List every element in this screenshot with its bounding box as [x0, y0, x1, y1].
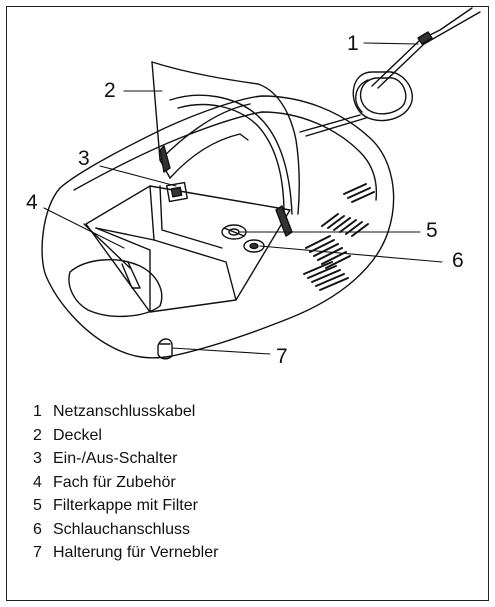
- housing-outer: [41, 95, 395, 359]
- legend-number: 4: [33, 473, 42, 491]
- legend-item: 7 Halterung für Vernebler: [33, 541, 218, 565]
- callout-5: 5: [426, 219, 438, 242]
- legend-item: 1 Netzanschlusskabel: [33, 400, 218, 424]
- power-switch: [166, 181, 188, 203]
- lid: [151, 61, 301, 237]
- legend-number: 7: [33, 544, 42, 561]
- legend-number: 6: [33, 520, 42, 538]
- ventilation-slots: [303, 183, 375, 291]
- callout-1: 1: [347, 32, 359, 55]
- device-illustration: [41, 7, 481, 360]
- nebulizer-holder: [157, 338, 173, 360]
- callout-7: 7: [276, 345, 288, 368]
- legend-number: 1: [33, 403, 42, 420]
- parts-legend: 1 Netzanschlusskabel 2 Deckel 3 Ein-/Aus-Sc…: [33, 400, 218, 565]
- legend-item: 4 Fach für Zubehör: [33, 471, 218, 495]
- legend-item: 2 Deckel: [33, 424, 218, 448]
- legend-item: 5 Filterkappe mit Filter: [33, 494, 218, 518]
- callout-2: 2: [104, 79, 116, 102]
- legend-label: Fach für Zubehör: [53, 473, 176, 491]
- callout-leaders: [43, 42, 443, 355]
- legend-item: 3 Ein-/Aus-Schalter: [33, 447, 218, 471]
- legend-label: Schlauchanschluss: [53, 520, 190, 538]
- legend-label: Halterung für Vernebler: [53, 544, 219, 561]
- power-cable: [299, 7, 481, 137]
- legend-number: 2: [33, 426, 42, 444]
- legend-item: 6 Schlauchanschluss: [33, 518, 218, 542]
- accessory-compartment: [85, 185, 291, 313]
- legend-number: 3: [33, 450, 42, 467]
- callout-3: 3: [78, 147, 90, 170]
- legend-label: Deckel: [53, 426, 102, 444]
- legend-label: Filterkappe mit Filter: [53, 497, 198, 514]
- legend-label: Netzanschlusskabel: [53, 403, 196, 420]
- legend-number: 5: [33, 497, 42, 514]
- legend-label: Ein-/Aus-Schalter: [53, 450, 178, 467]
- callout-4: 4: [26, 191, 38, 214]
- callout-6: 6: [452, 249, 464, 272]
